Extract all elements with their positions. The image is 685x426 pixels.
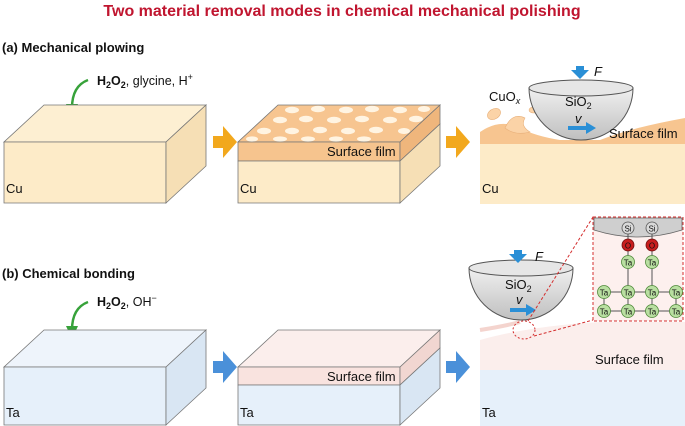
- sio2-label-a: SiO2: [565, 94, 592, 111]
- cu-label-3: Cu: [482, 181, 499, 196]
- force-arrow-icon: [571, 66, 589, 79]
- ta-atom: Ta: [597, 304, 611, 318]
- velocity-label-a: v: [575, 111, 583, 126]
- surface-film-label-b2: Surface film: [327, 369, 396, 384]
- panel-a-heading: (a) Mechanical plowing: [2, 40, 144, 55]
- ta-atom: Ta: [597, 285, 611, 299]
- svg-text:Si: Si: [624, 225, 631, 234]
- surface-film-label-a2: Surface film: [327, 144, 396, 159]
- ta-atom: Ta: [645, 304, 659, 318]
- surface-film-label-b3: Surface film: [595, 352, 664, 367]
- velocity-arrow-icon: [568, 122, 596, 134]
- surface-film-label-a3: Surface film: [609, 126, 678, 141]
- si-atom: Si: [621, 221, 635, 235]
- ta-atom: Ta: [645, 255, 659, 269]
- sio2-abrasive-b: [468, 259, 574, 321]
- cu-substrate-3: [480, 118, 685, 204]
- svg-text:Ta: Ta: [600, 308, 609, 317]
- ta-label-2: Ta: [240, 405, 255, 420]
- ta-substrate-3: [479, 320, 685, 426]
- blue-arrow-icon-2: [446, 351, 470, 383]
- svg-text:Ta: Ta: [648, 289, 657, 298]
- ta-atom: Ta: [669, 304, 683, 318]
- cu-label-2: Cu: [240, 181, 257, 196]
- panel-a-chemicals: H2O2, glycine, H+: [97, 72, 193, 90]
- panel-b-heading: (b) Chemical bonding: [2, 266, 135, 281]
- zoom-leader-top: [527, 216, 594, 322]
- ta-atom: Ta: [621, 304, 635, 318]
- orange-arrow-icon-2: [446, 126, 470, 158]
- svg-text:Ta: Ta: [648, 259, 657, 268]
- figure-title: Two material removal modes in chemical m…: [103, 3, 580, 20]
- ta-atom: Ta: [645, 285, 659, 299]
- orange-arrow-icon: [213, 126, 237, 158]
- ta-block-with-film: [236, 329, 442, 426]
- svg-text:Ta: Ta: [648, 308, 657, 317]
- cu-block-with-film: [236, 104, 442, 204]
- velocity-label-b: v: [516, 292, 524, 307]
- svg-text:Ta: Ta: [624, 308, 633, 317]
- zoom-circle: [512, 320, 536, 340]
- svg-text:Ta: Ta: [624, 259, 633, 268]
- ta-atom: Ta: [621, 285, 635, 299]
- cuox-debris: [487, 106, 540, 134]
- svg-text:Ta: Ta: [624, 289, 633, 298]
- svg-text:Si: Si: [648, 225, 655, 234]
- o-atom: O: [621, 238, 635, 252]
- velocity-arrow-icon-b: [510, 304, 536, 316]
- svg-text:Ta: Ta: [672, 308, 681, 317]
- svg-text:O: O: [625, 242, 631, 251]
- ta-atom: Ta: [621, 255, 635, 269]
- force-label-a: F: [594, 64, 603, 79]
- si-atom: Si: [645, 221, 659, 235]
- sio2-label-b: SiO2: [505, 277, 532, 294]
- force-arrow-icon-b: [509, 250, 527, 263]
- ta-block: [2, 329, 208, 426]
- blue-arrow-icon: [213, 351, 237, 383]
- panel-b-chemicals: H2O2, OH−: [97, 293, 157, 311]
- cu-block: [2, 104, 208, 204]
- cuox-label: CuOx: [489, 89, 521, 106]
- sio2-abrasive-a: [528, 79, 634, 141]
- ta-label-1: Ta: [6, 405, 21, 420]
- svg-text:Ta: Ta: [600, 289, 609, 298]
- o-atom: O: [645, 238, 659, 252]
- cu-label-1: Cu: [6, 181, 23, 196]
- zoom-leader-bottom: [533, 319, 594, 337]
- ta-atom: Ta: [669, 285, 683, 299]
- svg-text:Ta: Ta: [672, 289, 681, 298]
- svg-text:O: O: [649, 242, 655, 251]
- film-pores: [246, 105, 430, 142]
- force-label-b: F: [535, 249, 544, 264]
- ta-label-3: Ta: [482, 405, 497, 420]
